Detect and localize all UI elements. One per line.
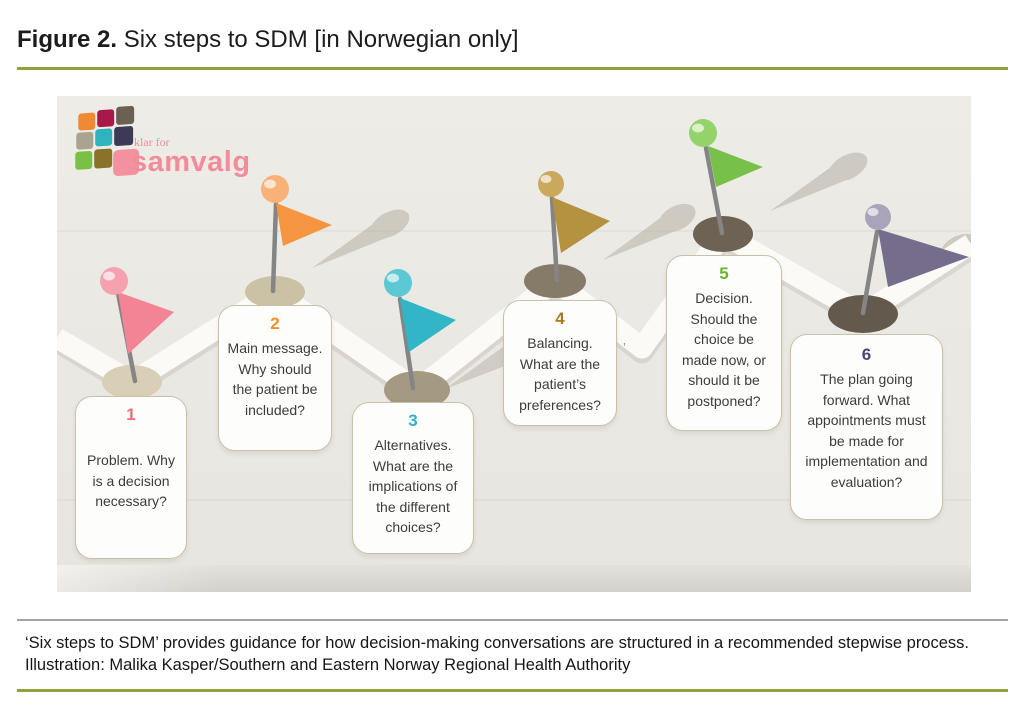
flag-shadow-icon	[312, 209, 410, 268]
step-card-2: 2 Main message. Why should the patient b…	[218, 305, 332, 451]
klar-for-samvalg-logo: klar for samvalg	[67, 102, 297, 192]
step-number: 5	[719, 264, 729, 283]
flag-icon-4	[552, 197, 610, 253]
illustration-canvas: klar for samvalg 1 Problem. Why is a dec…	[57, 96, 971, 592]
step-text: Problem. Why is a decision necessary?	[87, 452, 175, 509]
step-number: 1	[126, 405, 136, 424]
bottom-olive-rule	[17, 689, 1008, 692]
figure-caption-bottom: ‘Six steps to SDM’ provides guidance for…	[25, 633, 1000, 676]
stray-mark: ’	[623, 340, 626, 355]
flag-icon-3	[400, 298, 456, 352]
step-text: Decision. Should the choice be made now,…	[681, 290, 767, 409]
caption-line-2: Illustration: Malika Kasper/Southern and…	[25, 655, 631, 674]
step-number: 4	[555, 309, 565, 328]
step-text: The plan going forward. What appointment…	[805, 371, 928, 490]
mound-3	[384, 371, 450, 409]
caption-divider-rule	[17, 619, 1008, 621]
flag-icon-6	[878, 229, 969, 287]
step-text: Main message. Why should the patient be …	[227, 340, 323, 418]
step-text: Alternatives. What are the implications …	[368, 437, 458, 535]
flag-icon-5	[708, 146, 763, 187]
step-text: Balancing. What are the patient’s prefer…	[519, 335, 601, 413]
step-card-3: 3 Alternatives. What are the implication…	[352, 402, 474, 554]
logo-samvalg: samvalg	[131, 146, 251, 178]
ground-gradient	[57, 565, 971, 592]
top-olive-rule	[17, 67, 1008, 70]
mound-1	[102, 365, 162, 399]
flag-icon-2	[276, 203, 332, 246]
step-card-6: 6 The plan going forward. What appointme…	[790, 334, 943, 520]
figure-title: Six steps to SDM [in Norwegian only]	[117, 26, 519, 53]
logo-wordmark: klar for samvalg	[131, 136, 251, 177]
step-number: 3	[408, 411, 418, 430]
step-card-5: 5 Decision. Should the choice be made no…	[666, 255, 782, 431]
step-number: 6	[861, 345, 872, 364]
flag-icon-1	[118, 292, 174, 354]
logo-klar-for: klar for	[134, 135, 170, 149]
logo-squares	[75, 105, 140, 177]
caption-line-1: ‘Six steps to SDM’ provides guidance for…	[25, 634, 969, 652]
step-card-1: 1 Problem. Why is a decision necessary?	[75, 396, 187, 559]
figure-label: Figure 2.	[17, 26, 118, 53]
figure-caption-top: Figure 2. Six steps to SDM [in Norwegian…	[17, 26, 519, 54]
step-number: 2	[270, 314, 280, 333]
flag-shadow-icon	[603, 203, 696, 260]
step-card-4: 4 Balancing. What are the patient’s pref…	[503, 300, 617, 426]
flag-balls	[100, 119, 891, 297]
flag-shadow-icon	[770, 152, 868, 211]
